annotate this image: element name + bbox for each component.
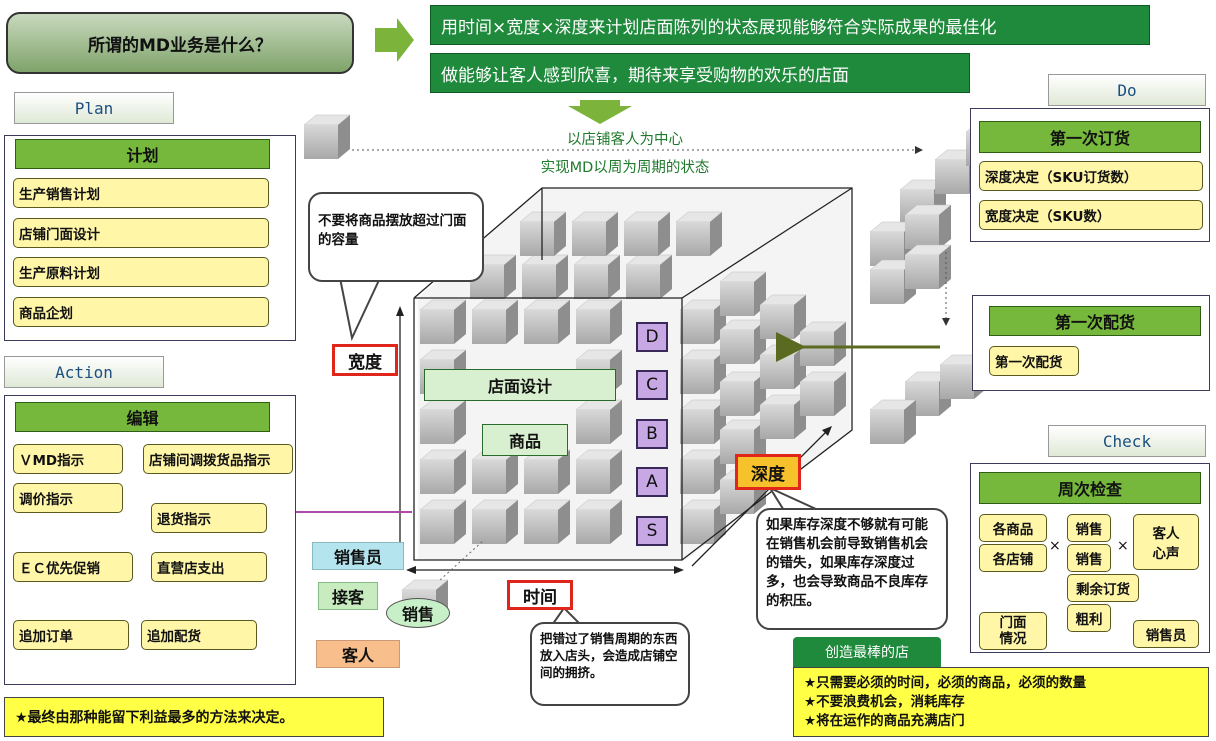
best-store-tag: 创造最棒的店	[793, 637, 941, 667]
do-tag: Do	[1048, 74, 1206, 106]
level-s: S	[636, 516, 668, 546]
capacity-callout: 不要将商品摆放超过门面的容量	[308, 192, 484, 282]
direct-item: 直营店支出	[151, 552, 267, 582]
action-header: 编辑	[15, 402, 270, 432]
vmd-item: ＶMD指示	[13, 444, 123, 474]
customer-center-label: 以店铺客人为中心	[567, 132, 683, 148]
remaining-order-cell: 剩余订货	[1067, 574, 1139, 602]
best-store-line: ★只需要必须的时间，必须的商品，必须的数量	[804, 675, 1087, 691]
best-store-box: ★只需要必须的时间，必须的商品，必须的数量 ★不要浪费机会，消耗库存 ★将在运作…	[793, 667, 1209, 737]
customer-label: 客人	[316, 640, 400, 668]
customer-voice-cell: 客人 心声	[1133, 514, 1199, 570]
banner-goal: 做能够让客人感到欣喜，期待来享受购物的欢乐的店面	[430, 53, 970, 93]
footer-note: ★最终由那种能留下利益最多的方法来决定。	[4, 697, 384, 737]
check-tag: Check	[1048, 425, 1206, 457]
depth-label: 深度	[735, 454, 801, 490]
time-label: 时间	[507, 580, 573, 610]
sales-cell: 销售	[1067, 544, 1111, 572]
depth-decision-item: 深度决定（SKU订货数）	[979, 161, 1203, 191]
plan-tag: Plan	[14, 92, 174, 124]
times-sign: ×	[1049, 538, 1061, 554]
store-design-label: 店面设计	[424, 369, 616, 401]
width-decision-item: 宽度决定（SKU数）	[979, 200, 1203, 230]
capacity-pointer	[338, 277, 382, 342]
storefront-cell: 门面 情况	[979, 612, 1047, 650]
sales-cell: 销售	[1067, 514, 1111, 542]
plan-item: 生产原料计划	[13, 257, 269, 287]
each-store-cell: 各店铺	[979, 544, 1047, 572]
plan-item: 生产销售计划	[13, 178, 269, 208]
depth-axis	[691, 429, 829, 567]
staff-label: 销售员	[312, 542, 404, 570]
times-sign: ×	[1117, 538, 1129, 554]
best-store-line: ★不要浪费机会，消耗库存	[804, 694, 965, 710]
return-item: 退货指示	[151, 503, 267, 533]
reception-label: 接客	[318, 582, 378, 610]
check-panel: 周次检查 各商品 各店铺 × 销售 销售 × 客人 心声 剩余订货 粗利 门面 …	[970, 463, 1210, 653]
down-arrow-icon	[568, 100, 632, 124]
page-title: 所谓的MD业务是什么？	[6, 12, 354, 74]
ec-item: ＥＣ优先促销	[13, 552, 133, 582]
plan-header: 计划	[15, 139, 270, 169]
first-dist-header: 第一次配货	[989, 306, 1201, 336]
time-callout: 把错过了销售周期的东西放入店头，会造成店铺空间的拥挤。	[530, 622, 690, 706]
plan-panel: 计划 生产销售计划 店铺门面设计 生产原料计划 商品企划	[4, 135, 296, 341]
action-tag: Action	[4, 356, 164, 388]
first-dist-panel: 第一次配货 第一次配货	[972, 295, 1210, 391]
best-store-line: ★将在运作的商品充满店门	[804, 713, 965, 729]
gross-profit-cell: 粗利	[1067, 604, 1111, 632]
depth-callout: 如果库存深度不够就有可能在销售机会前导致销售机会的错失，如果库存深度过多，也会导…	[756, 508, 948, 630]
level-d: D	[636, 322, 668, 352]
add-dist-item: 追加配货	[141, 620, 257, 650]
first-dist-item: 第一次配货	[989, 346, 1079, 376]
check-header: 周次检查	[979, 472, 1201, 504]
level-a: A	[636, 467, 668, 497]
width-label: 宽度	[332, 344, 398, 376]
level-b: B	[636, 419, 668, 449]
banner-strategy: 用时间×宽度×深度来计划店面陈列的状态展现能够符合实际成果的最佳化	[430, 5, 1150, 45]
add-order-item: 追加订单	[13, 620, 129, 650]
price-item: 调价指示	[13, 483, 123, 513]
plan-item: 商品企划	[13, 297, 269, 327]
product-label: 商品	[482, 424, 568, 456]
plan-item: 店铺门面设计	[13, 218, 269, 248]
each-product-cell: 各商品	[979, 514, 1047, 542]
level-c: C	[636, 370, 668, 400]
deco-cube	[303, 114, 351, 160]
do-panel: 第一次订货 深度决定（SKU订货数） 宽度决定（SKU数）	[970, 108, 1210, 242]
sales-bubble: 销售	[386, 598, 450, 628]
first-order-header: 第一次订货	[979, 121, 1201, 153]
staff-cell: 销售员	[1133, 620, 1199, 648]
transfer-item: 店铺间调拨货品指示	[143, 444, 293, 474]
action-panel: 编辑 ＶMD指示 店铺间调拨货品指示 调价指示 退货指示 ＥＣ优先促销 直营店支…	[4, 395, 296, 685]
weekly-cycle-label: 实现MD以周为周期的状态	[540, 160, 710, 176]
title-arrow-icon	[375, 18, 414, 62]
